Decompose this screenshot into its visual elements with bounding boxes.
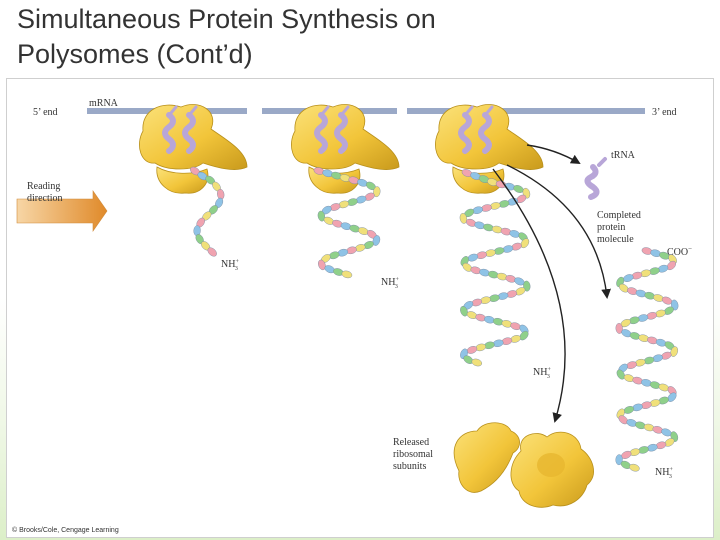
slide-title-line-1: Simultaneous Protein Synthesis on xyxy=(17,4,436,34)
released-trna-icon xyxy=(584,157,607,200)
mrna-label: mRNA xyxy=(89,98,119,109)
peptide-chain xyxy=(459,169,531,367)
three-prime-end-label: 3’ end xyxy=(652,107,677,118)
nh3-label-4: NH+3 xyxy=(655,467,673,480)
nh3-label-3: NH+3 xyxy=(533,367,551,380)
ribosomes xyxy=(139,104,544,194)
completed-label-line-1: Completed xyxy=(597,210,641,221)
polysome-diagram: 5’ end mRNA 3’ end tRNA Reading directio… xyxy=(16,98,692,508)
released-label-line-1: Released xyxy=(393,437,429,448)
released-label-line-3: subunits xyxy=(393,461,426,472)
copyright-credit: © Brooks/Cole, Cengage Learning xyxy=(12,527,119,534)
protein-release-arrow xyxy=(506,164,611,299)
reading-label-line-2: direction xyxy=(27,193,63,204)
peptide-chain xyxy=(615,247,679,472)
slide-title-line-2: Polysomes (Cont’d) xyxy=(17,39,253,69)
coo-label: COO− xyxy=(667,245,692,258)
released-subunits xyxy=(453,422,594,508)
reading-label-line-1: Reading xyxy=(27,181,60,192)
slide-title: Simultaneous Protein Synthesis on Polyso… xyxy=(17,2,617,72)
small-subunit-icon xyxy=(453,422,520,493)
nh3-label-1: NH+3 xyxy=(221,259,239,272)
trna-label: tRNA xyxy=(611,150,636,161)
peptide-chains xyxy=(190,166,679,472)
polysome-figure: 5’ end mRNA 3’ end tRNA Reading directio… xyxy=(6,78,714,538)
peptide-chain xyxy=(313,167,381,279)
peptide-chain xyxy=(190,166,225,257)
five-prime-end-label: 5’ end xyxy=(33,107,58,118)
completed-label-line-3: molecule xyxy=(597,234,634,245)
subunit-release-arrow xyxy=(492,168,566,423)
completed-label-line-2: protein xyxy=(597,222,625,233)
mrna-segment xyxy=(407,108,645,114)
ribosome-icon xyxy=(139,104,248,194)
trna-release-arrow xyxy=(526,144,581,164)
reading-direction-arrow xyxy=(16,190,108,232)
released-label-line-2: ribosomal xyxy=(393,449,433,460)
nh3-label-2: NH+3 xyxy=(381,277,399,290)
